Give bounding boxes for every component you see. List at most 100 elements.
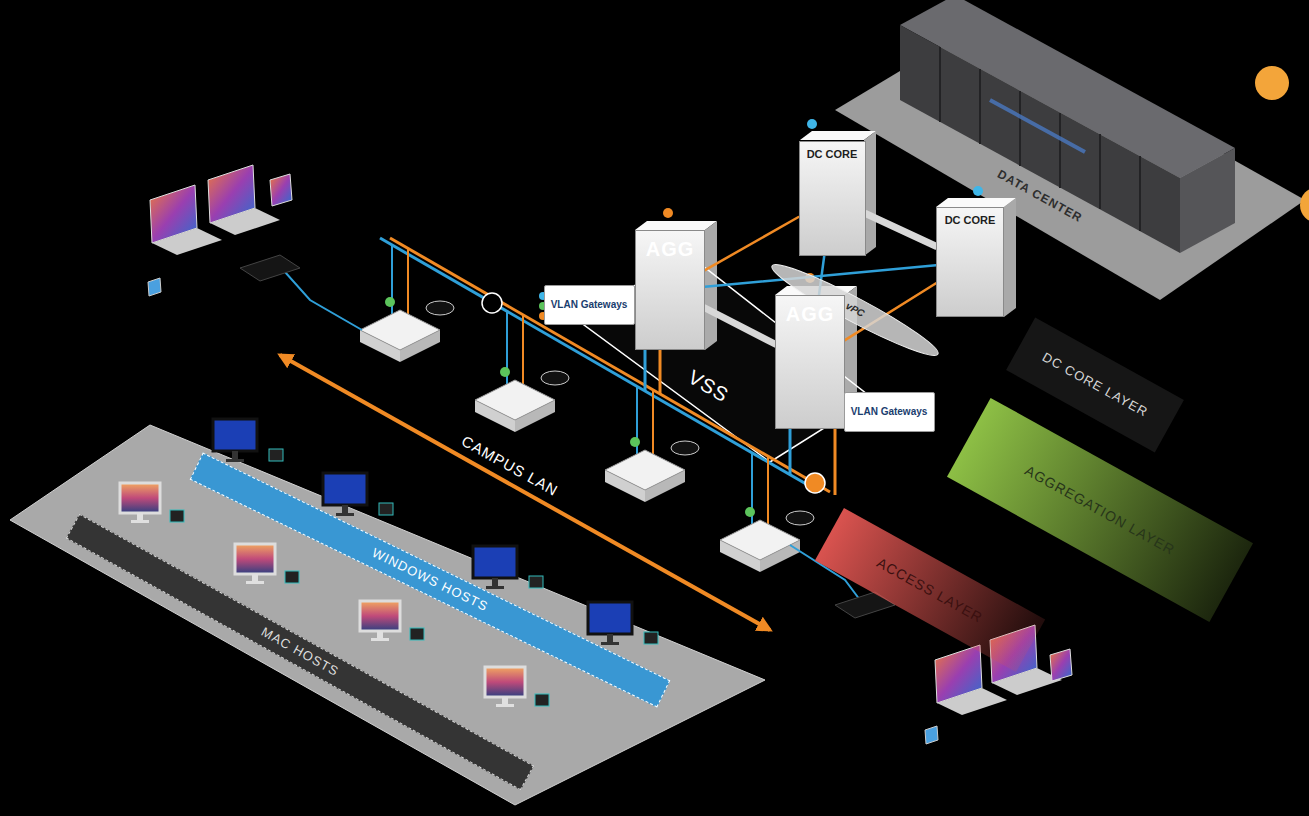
node-label: DC CORE LAYER — [1040, 350, 1151, 421]
aggregation-switch: AGG — [775, 295, 845, 429]
access-switch — [475, 367, 569, 432]
monitor — [235, 544, 275, 574]
status-dot — [663, 208, 673, 218]
ip-phone — [644, 632, 658, 644]
node-label: VLAN Gateways — [851, 406, 928, 418]
status-dot — [385, 297, 395, 307]
node-label: AGG — [646, 237, 695, 261]
rack-divider — [979, 69, 981, 144]
ip-phone — [285, 571, 299, 583]
device-side — [864, 131, 876, 256]
hosts-floor — [10, 425, 765, 805]
mac-host — [120, 483, 184, 523]
mac-host — [360, 601, 424, 641]
ip-phone — [529, 576, 543, 588]
node-label: MAC HOSTS — [258, 624, 341, 679]
monitor — [323, 473, 367, 505]
device-top — [800, 131, 876, 140]
status-dot — [630, 437, 640, 447]
monitor — [213, 419, 257, 451]
decor-dot — [1300, 187, 1309, 223]
rack-side — [1180, 148, 1235, 253]
status-dot — [973, 186, 983, 196]
switch-top — [720, 520, 800, 560]
monitor-base — [601, 642, 619, 645]
ip-phone — [269, 449, 283, 461]
monitor-stand — [502, 697, 508, 704]
ip-phone — [535, 694, 549, 706]
orange-trunk — [390, 238, 830, 492]
node-label: DC CORE — [807, 148, 858, 161]
flow-label: CAMPUS LAN — [454, 430, 566, 503]
node-label: WINDOWS HOSTS — [369, 545, 490, 615]
switch-top — [360, 310, 440, 350]
access-switch — [360, 297, 454, 362]
laptop-base — [152, 228, 222, 255]
monitor-stand — [607, 634, 613, 642]
host-band: WINDOWS HOSTS — [190, 453, 671, 708]
core-switch: DC CORE — [799, 141, 866, 256]
tablet — [1050, 649, 1072, 681]
windows-host — [473, 546, 543, 589]
rack-glow — [990, 100, 1085, 152]
windows-host — [213, 419, 283, 462]
device-top — [936, 198, 1016, 207]
ip-phone — [410, 628, 424, 640]
campus-arrow — [280, 355, 770, 630]
node-label: DC CORE — [945, 214, 996, 227]
laptop-base — [210, 208, 280, 235]
windows-host — [323, 473, 393, 516]
monitor-base — [131, 520, 149, 523]
windows-host — [588, 602, 658, 645]
host-band: MAC HOSTS — [66, 514, 534, 791]
monitor — [473, 546, 517, 578]
monitor-base — [486, 586, 504, 589]
access-point — [240, 255, 300, 281]
rack-divider — [939, 47, 941, 122]
link-badge — [805, 473, 825, 493]
node-label: DATA CENTER — [995, 167, 1085, 226]
monitor-stand — [137, 513, 143, 520]
orange-uplink — [659, 350, 662, 394]
orange-uplink — [834, 429, 837, 495]
switch-top — [605, 450, 685, 490]
node-label: ACCESS LAYER — [874, 554, 986, 626]
port-channel-badge — [541, 371, 569, 385]
link-badge — [482, 293, 502, 313]
phone — [148, 278, 161, 296]
monitor-stand — [232, 451, 238, 459]
rack-divider — [1019, 91, 1021, 166]
monitor-stand — [342, 505, 348, 513]
monitor-stand — [252, 574, 258, 581]
status-dot — [745, 507, 755, 517]
access-switch — [720, 507, 814, 572]
ip-phone — [379, 503, 393, 515]
rack-divider — [1059, 113, 1061, 188]
laptop-base — [937, 688, 1007, 715]
orange-drop — [652, 390, 654, 454]
mac-host — [485, 667, 549, 707]
monitor-base — [246, 581, 264, 584]
link-line — [705, 217, 799, 270]
monitor-base — [496, 704, 514, 707]
link-line — [705, 308, 775, 344]
node-label: VSS — [683, 364, 732, 406]
blue-trunk — [380, 238, 820, 492]
monitor — [588, 602, 632, 634]
access-switch — [605, 437, 699, 502]
decor-dot — [1255, 66, 1289, 100]
monitor — [360, 601, 400, 631]
monitor-base — [226, 459, 244, 462]
monitor — [485, 667, 525, 697]
ip-phone — [170, 510, 184, 522]
device-top — [635, 221, 717, 230]
orange-drop — [407, 248, 409, 314]
core-switch: DC CORE — [936, 207, 1004, 317]
label-holder: CAMPUS LAN — [454, 430, 566, 503]
gateway-box: VLAN Gateways — [544, 285, 635, 325]
node-label: VLAN Gateways — [551, 299, 628, 311]
status-dot — [807, 119, 817, 129]
layer-band: ACCESS LAYER — [815, 508, 1045, 672]
